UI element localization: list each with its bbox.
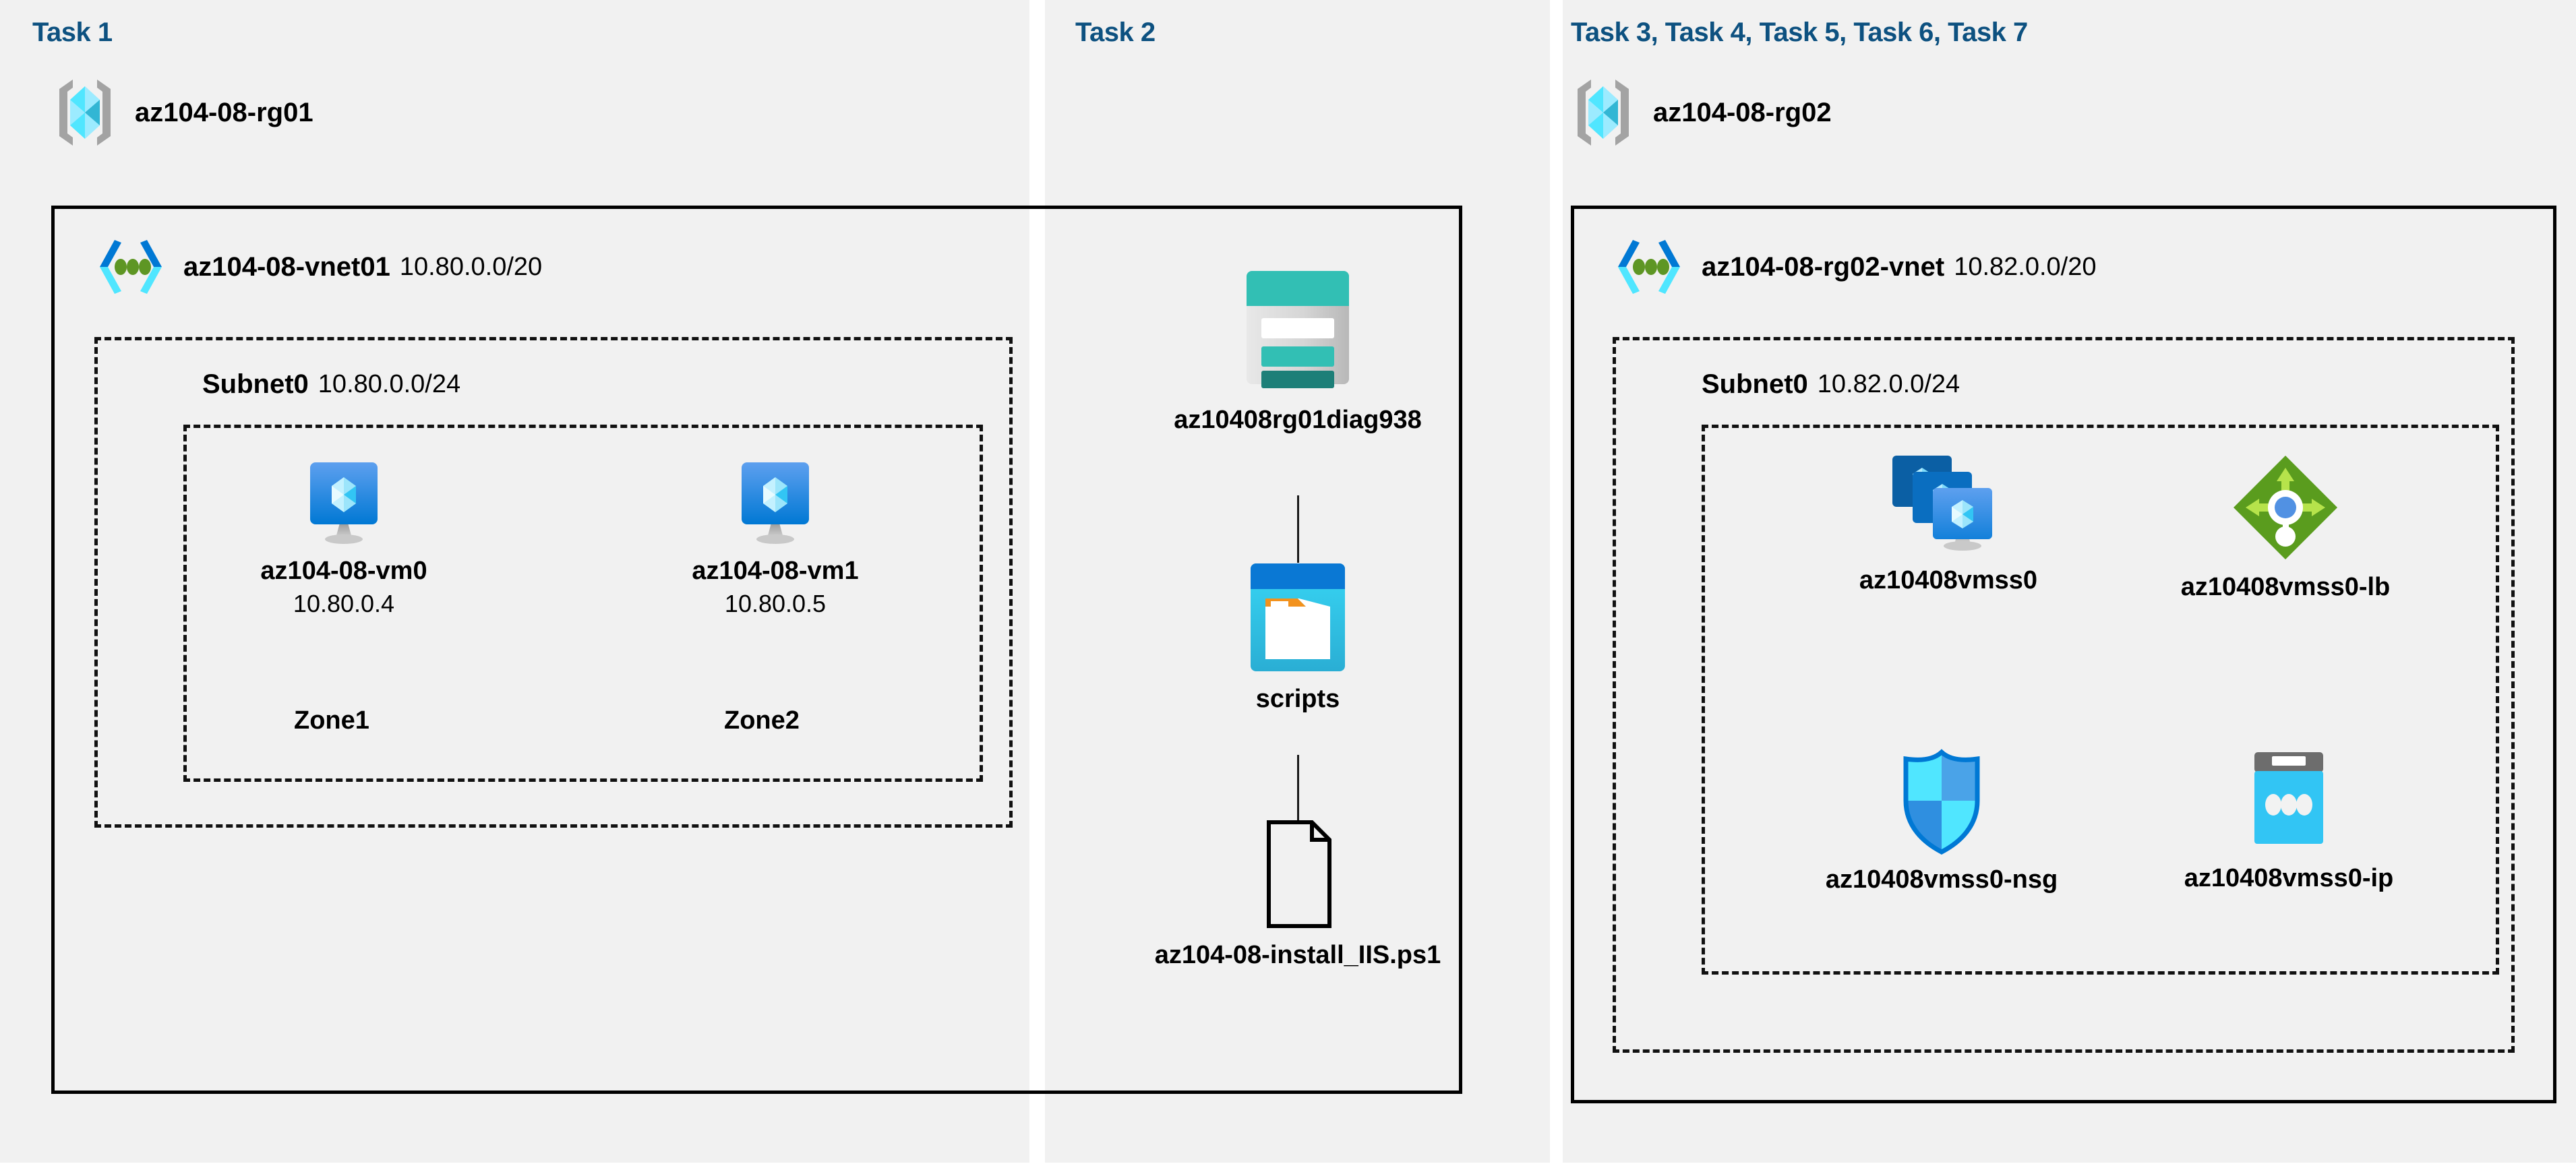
blob-container-node: scripts [1173,559,1422,714]
task1-vnet-box [51,206,1462,1094]
vnet-cidr: 10.82.0.0/20 [1954,252,2097,281]
task1-subnet-box [94,337,1013,828]
blob-container-icon [1237,559,1358,675]
task3to7-panel [1563,0,2576,1163]
vnet-name: az104-08-rg02-vnet [1702,251,1945,282]
storage-account-icon [1232,264,1364,396]
virtual-machine-icon [732,458,818,547]
nsg-label: az10408vmss0-nsg [1825,865,2058,894]
vm-ip: 10.80.0.5 [724,590,827,617]
script-file-node: az104-08-install_IIS.ps1 [1072,817,1524,970]
task3to7-resource-group: az104-08-rg02 [1571,75,1832,150]
storage-account-node: az10408rg01diag938 [1116,264,1480,435]
resource-group-label: az104-08-rg02 [1653,97,1832,127]
task1-resource-group: az104-08-rg01 [53,75,313,150]
file-document-icon [1254,817,1342,931]
subnet-cidr: 10.82.0.0/24 [1817,370,1960,398]
subnet-cidr: 10.80.0.0/24 [318,370,461,398]
load-balancer-node: az10408vmss0-lb [2137,452,2434,602]
vm-name: az104-08-vm0 [260,557,427,585]
task1-title: Task 1 [32,18,113,47]
blob-container-label: scripts [1255,685,1340,713]
vm-node-0: az104-08-vm0 10.80.0.4 [260,458,427,618]
task1-panel [0,0,1029,1163]
connector-storage-to-scripts [1297,495,1299,563]
resource-group-icon [1571,75,1636,150]
task2-title: Task 2 [1075,18,1156,47]
load-balancer-icon [2229,452,2341,563]
zone-label-2: Zone2 [724,706,800,735]
subnet-name: Subnet0 [202,369,309,399]
virtual-network-icon [1613,237,1685,297]
vm-node-1: az104-08-vm1 10.80.0.5 [692,458,859,618]
resource-group-label: az104-08-rg01 [135,97,313,127]
vm-ip: 10.80.0.4 [293,590,395,617]
subnet-name: Subnet0 [1702,369,1808,399]
zone-label-1: Zone1 [294,706,369,735]
task3to7-resources-box [1702,425,2499,975]
vm-scale-set-icon [1891,452,2006,557]
vmss-label: az10408vmss0 [1859,566,2038,594]
task3to7-subnet-box [1613,337,2515,1053]
storage-account-label: az10408rg01diag938 [1174,406,1422,434]
vnet-cidr: 10.80.0.0/20 [399,252,543,281]
public-ip-node: az10408vmss0-ip [2144,748,2434,893]
task3to7-vnet-box [1571,206,2556,1103]
virtual-network-icon [94,237,167,297]
vm-name: az104-08-vm1 [692,557,859,585]
load-balancer-label: az10408vmss0-lb [2180,573,2391,601]
network-security-group-icon [1896,748,1987,856]
vnet-name: az104-08-vnet01 [183,251,390,282]
virtual-machine-icon [301,458,387,547]
nsg-node: az10408vmss0-nsg [1773,748,2110,894]
public-ip-label: az10408vmss0-ip [2184,864,2394,892]
task1-zones-box [183,425,983,782]
task1-subnet-header: Subnet0 10.80.0.0/24 [202,369,460,400]
task3to7-subnet-header: Subnet0 10.82.0.0/24 [1702,369,1960,400]
vmss-node: az10408vmss0 [1807,452,2090,595]
connector-scripts-to-file [1297,755,1299,821]
task3to7-vnet-header: az104-08-rg02-vnet 10.82.0.0/20 [1613,237,2097,297]
public-ip-address-icon [2240,748,2338,855]
task3to7-title: Task 3, Task 4, Task 5, Task 6, Task 7 [1571,18,2028,47]
task1-vnet-header: az104-08-vnet01 10.80.0.0/20 [94,237,542,297]
script-file-label: az104-08-install_IIS.ps1 [1154,941,1441,969]
resource-group-icon [53,75,117,150]
